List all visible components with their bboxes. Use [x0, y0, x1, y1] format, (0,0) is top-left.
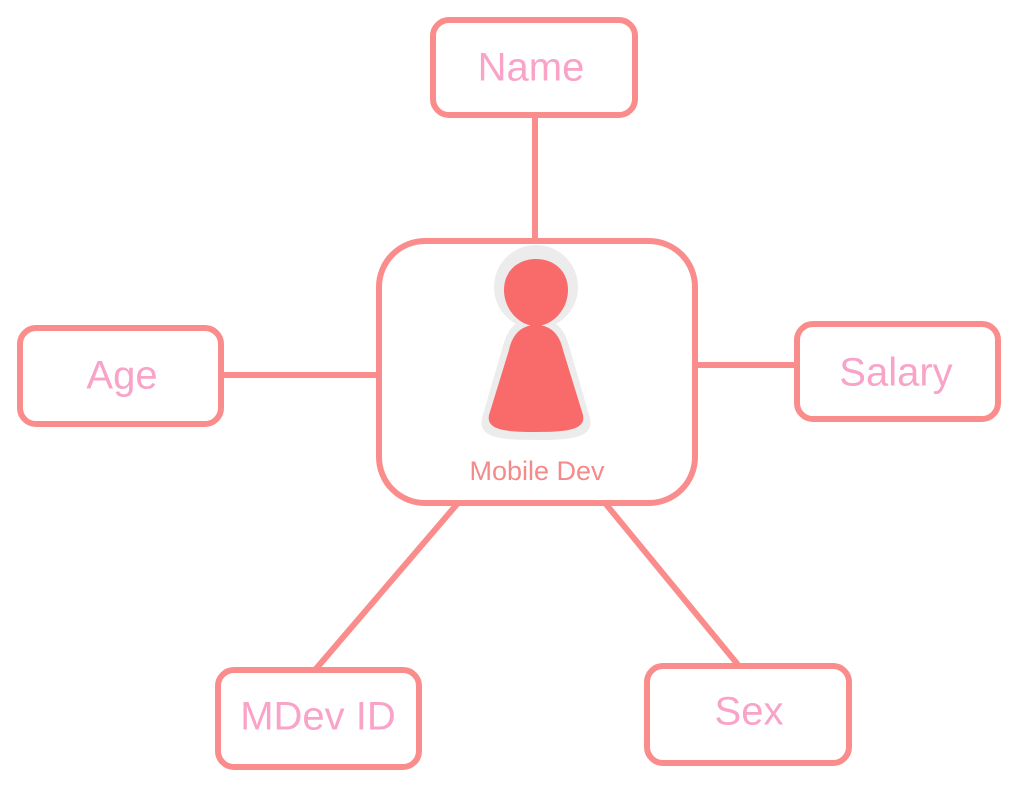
entity-mobile-dev[interactable]: Mobile Dev [376, 238, 698, 506]
attribute-age[interactable]: Age [17, 325, 224, 427]
person-icon [481, 245, 591, 440]
attribute-mdev-id[interactable]: MDev ID [215, 667, 422, 770]
entity-label: Mobile Dev [469, 456, 605, 486]
attribute-name[interactable]: Name [430, 17, 638, 118]
attribute-sex-label: Sex [715, 690, 784, 734]
attribute-age-label: Age [86, 354, 157, 398]
edge-mdev-id [312, 500, 461, 673]
attribute-sex[interactable]: Sex [644, 663, 852, 766]
edge-sex [602, 500, 742, 669]
attribute-name-label: Name [478, 46, 585, 90]
attribute-mdev-id-label: MDev ID [240, 695, 396, 739]
attribute-salary-label: Salary [839, 351, 952, 395]
attribute-salary[interactable]: Salary [794, 321, 1001, 422]
